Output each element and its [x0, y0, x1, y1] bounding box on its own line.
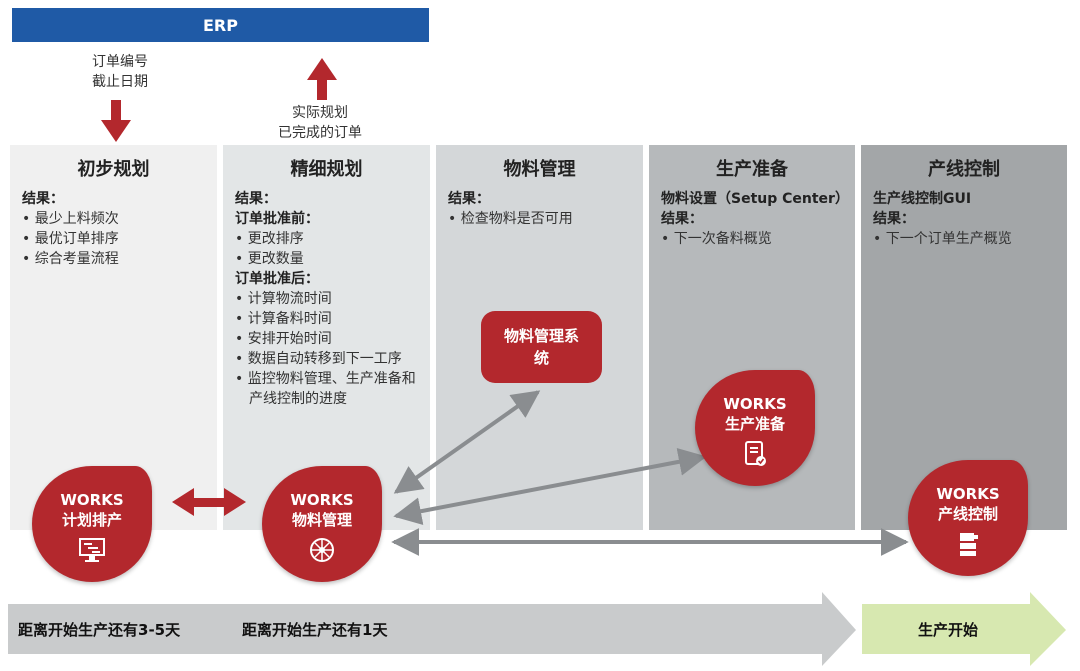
arrow-up-icon: [307, 58, 337, 100]
bullet-item: 安排开始时间: [235, 329, 418, 349]
column-title: 产线控制: [928, 159, 1000, 180]
bullet-item: 下一次备料概览: [661, 229, 843, 249]
material-system-label: 物料管理系统: [503, 327, 579, 367]
badge-line: 生产准备: [724, 415, 785, 433]
bullet-item: 数据自动转移到下一工序: [235, 349, 418, 369]
bullet-item: 最优订单排序: [22, 229, 205, 249]
badge-works-production-prep[interactable]: WORKS 生产准备: [695, 370, 815, 486]
note-order-output: 实际规划 已完成的订单: [250, 103, 390, 143]
column-lines: 结果： 检查物料是否可用: [448, 189, 631, 229]
badge-line: 产线控制: [937, 505, 998, 523]
section-label: 结果：: [661, 211, 703, 227]
bullet-item: 计算物流时间: [235, 289, 418, 309]
section-label: 结果：: [22, 191, 64, 207]
section-label: 结果：: [873, 211, 915, 227]
material-system-box: 物料管理系统: [481, 311, 602, 383]
section-label: 结果：: [235, 191, 277, 207]
erp-bar: ERP: [12, 8, 429, 42]
bullet-item: 更改排序: [235, 229, 418, 249]
timeline-label-start: 生产开始: [918, 621, 979, 639]
double-arrow-icon: [172, 488, 246, 516]
column-title: 初步规划: [77, 159, 150, 180]
section-label: 订单批准后：: [235, 271, 319, 287]
column-lines: 结果： 订单批准前： 更改排序更改数量订单批准后： 计算物流时间计算备料时间安排开始时…: [235, 189, 418, 409]
bullet-item: 更改数量: [235, 249, 418, 269]
section-label: 物料设置（Setup Center）: [661, 191, 849, 207]
badge-line: WORKS: [290, 491, 354, 509]
note-line: 订单编号: [92, 54, 148, 70]
badge-line: 计划排产: [61, 511, 122, 529]
timeline-label-3-5-days: 距离开始生产还有3-5天: [18, 621, 181, 639]
badge-line: WORKS: [723, 395, 787, 413]
column-lines: 物料设置（Setup Center） 结果： 下一次备料概览: [661, 189, 849, 249]
note-line: 截止日期: [92, 74, 148, 90]
machine-icon: [960, 533, 978, 556]
column-lines: 生产线控制GUI 结果： 下一个订单生产概览: [873, 189, 1055, 249]
column-lines: 结果： 最少上料频次最优订单排序综合考量流程: [22, 189, 205, 269]
column-fine-planning: 精细规划 结果： 订单批准前： 更改排序更改数量订单批准后： 计算物流时间计算备料时间…: [223, 145, 430, 530]
column-title: 物料管理: [503, 159, 576, 180]
timeline-arrow-gray: [8, 592, 856, 666]
section-label: 结果：: [448, 191, 490, 207]
column-initial-planning: 初步规划 结果： 最少上料频次最优订单排序综合考量流程: [10, 145, 217, 530]
section-label: 生产线控制GUI: [873, 191, 972, 207]
connector-material-system: [393, 390, 541, 494]
badge-works-line-control[interactable]: WORKS 产线控制: [908, 460, 1028, 576]
badge-line: WORKS: [60, 491, 124, 509]
note-order-input: 订单编号 截止日期: [60, 52, 180, 92]
bullet-item: 计算备料时间: [235, 309, 418, 329]
timeline-label-1-day: 距离开始生产还有1天: [242, 621, 388, 639]
bullet-item: 最少上料频次: [22, 209, 205, 229]
column-title: 生产准备: [716, 159, 788, 180]
badge-line: 物料管理: [291, 511, 352, 529]
badge-works-material[interactable]: WORKS 物料管理: [262, 466, 382, 582]
connector-production-prep: [393, 447, 707, 526]
bullet-item: 下一个订单生产概览: [873, 229, 1055, 249]
bullet-item: 综合考量流程: [22, 249, 205, 269]
column-title: 精细规划: [290, 159, 363, 180]
bullet-item: 检查物料是否可用: [448, 209, 631, 229]
note-line: 已完成的订单: [278, 125, 362, 141]
timeline-arrow-green: [862, 592, 1066, 666]
section-label: 订单批准前：: [235, 211, 319, 227]
screen-chart-icon: [79, 538, 105, 562]
badge-line: WORKS: [936, 485, 1000, 503]
tablet-check-icon: [745, 441, 766, 466]
badge-works-planning[interactable]: WORKS 计划排产: [32, 466, 152, 582]
reel-icon: [310, 538, 334, 562]
bullet-item: 监控物料管理、生产准备和产线控制的进度: [235, 369, 418, 409]
note-line: 实际规划: [292, 105, 348, 121]
arrow-down-icon: [101, 100, 131, 142]
